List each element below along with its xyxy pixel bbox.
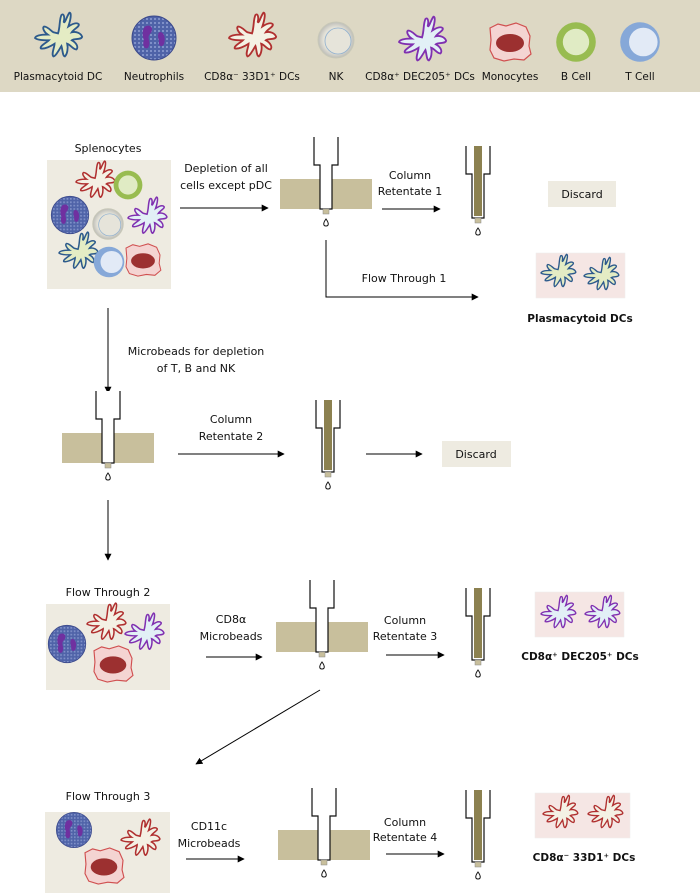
- flowthrough3-panel: [45, 812, 170, 893]
- flowthrough2-panel: [46, 603, 170, 690]
- discard2-label: Discard: [455, 448, 496, 461]
- legend-item-tcell: T Cell: [620, 22, 660, 83]
- discard1-box: Discard: [548, 181, 616, 207]
- legend-label: B Cell: [561, 71, 591, 83]
- legend-item-pdc: Plasmacytoid DC: [14, 13, 103, 83]
- result4-label: CD8α⁻ 33D1⁺ DCs: [533, 852, 636, 864]
- flowthrough3-title: Flow Through 3: [66, 790, 151, 803]
- splenocytes-title: Splenocytes: [75, 142, 142, 155]
- legend-item-bcell: B Cell: [556, 22, 596, 83]
- step3-label-line2: Microbeads: [200, 630, 263, 643]
- flowthrough2-title: Flow Through 2: [66, 586, 151, 599]
- neutrophil-icon: [131, 15, 177, 61]
- legend-label: Neutrophils: [124, 71, 184, 83]
- result4-panel: [534, 792, 631, 839]
- flowthrough1-arrow: [325, 240, 479, 301]
- retentate3-line2: Retentate 3: [373, 630, 438, 643]
- legend: Plasmacytoid DC Neutrophils CD8α⁻ 33D1⁺ …: [0, 0, 700, 92]
- legend-item-nk: NK: [317, 21, 355, 83]
- legend-label: Plasmacytoid DC: [14, 71, 103, 83]
- step2-label-line1: Microbeads for depletion: [128, 345, 265, 358]
- retentate2-line2: Retentate 2: [199, 430, 264, 443]
- packed-column-1: [465, 145, 491, 236]
- discard2-box: Discard: [442, 441, 511, 467]
- legend-item-neutrophils: Neutrophils: [124, 15, 184, 83]
- legend-label: CD8α⁺ DEC205⁺ DCs: [365, 71, 475, 83]
- flowthrough3-arrow: [195, 689, 321, 765]
- legend-label: T Cell: [624, 71, 654, 83]
- magnetic-column-1: [279, 136, 373, 227]
- nk-cell-icon: [317, 21, 355, 59]
- magnetic-column-4: [277, 787, 371, 878]
- legend-item-monocytes: Monocytes: [482, 22, 539, 83]
- retentate2-line1: Column: [210, 413, 252, 426]
- step2-label-line2: of T, B and NK: [157, 362, 236, 375]
- retentate1-line1: Column: [389, 169, 431, 182]
- step1-label-line1: Depletion of all: [184, 162, 268, 175]
- packed-column-3: [465, 587, 491, 678]
- step1-label-line2: cells except pDC: [180, 179, 272, 192]
- magnetic-column-2: [61, 390, 155, 481]
- step4-label-line2: Microbeads: [178, 837, 241, 850]
- packed-column-4: [465, 789, 491, 880]
- result3-panel: [534, 591, 625, 638]
- legend-item-cd8pos: CD8α⁺ DEC205⁺ DCs: [365, 17, 475, 83]
- packed-column-2: [315, 399, 341, 490]
- retentate4-line1: Column: [384, 816, 426, 829]
- retentate4-line2: Retentate 4: [373, 831, 438, 844]
- magnetic-column-3: [275, 579, 369, 670]
- monocyte-icon: [489, 22, 532, 62]
- legend-item-cd8neg: CD8α⁻ 33D1⁺ DCs: [204, 13, 300, 83]
- splenocytes-panel: [47, 160, 171, 289]
- legend-label: NK: [329, 71, 345, 83]
- result3-label: CD8α⁺ DEC205⁺ DCs: [521, 651, 639, 663]
- legend-label: Monocytes: [482, 71, 539, 83]
- step4-label-line1: CD11c: [191, 820, 227, 833]
- legend-label: CD8α⁻ 33D1⁺ DCs: [204, 71, 300, 83]
- flowthrough1-label: Flow Through 1: [362, 272, 447, 285]
- result1-label: Plasmacytoid DCs: [527, 313, 632, 325]
- retentate3-line1: Column: [384, 614, 426, 627]
- discard1-label: Discard: [561, 188, 602, 201]
- result1-panel: [535, 252, 626, 299]
- b-cell-icon: [556, 22, 596, 62]
- t-cell-icon: [620, 22, 660, 62]
- step3-label-line1: CD8α: [216, 613, 246, 626]
- retentate1-line2: Retentate 1: [378, 185, 443, 198]
